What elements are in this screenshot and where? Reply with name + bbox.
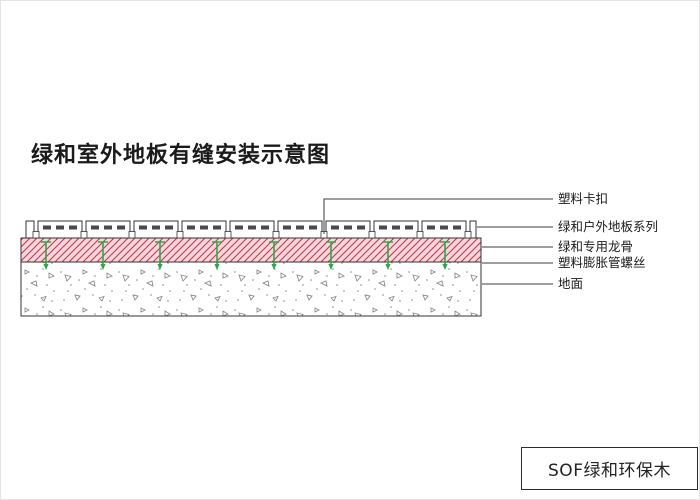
board-hollow-slot bbox=[283, 225, 291, 230]
plastic-clip-icon bbox=[176, 231, 184, 239]
plastic-clip-icon bbox=[368, 231, 376, 239]
plastic-clip-icon bbox=[80, 231, 88, 239]
label-plastic-clip: 塑料卡扣 bbox=[558, 191, 608, 206]
board-hollow-slot bbox=[357, 225, 365, 230]
plastic-clip-icon bbox=[128, 231, 136, 239]
board-hollow-slot bbox=[453, 225, 461, 230]
plastic-clip-icon bbox=[416, 231, 424, 239]
deck-board bbox=[469, 220, 477, 239]
board-hollow-slot bbox=[440, 225, 448, 230]
deck-board bbox=[25, 220, 35, 239]
screw-tip-icon bbox=[271, 264, 277, 270]
plastic-clip-icon bbox=[464, 231, 472, 239]
label-dedicated-keel: 绿和专用龙骨 bbox=[558, 239, 633, 254]
label-outdoor-deck-series: 绿和户外地板系列 bbox=[558, 219, 658, 234]
leader-lines bbox=[323, 198, 553, 285]
screw-icon bbox=[383, 241, 393, 265]
brand-box: SOF绿和环保木 bbox=[521, 447, 698, 490]
board-hollow-slot bbox=[187, 225, 195, 230]
board-hollow-slot bbox=[69, 225, 77, 230]
keel-layer bbox=[20, 237, 482, 263]
screw-tip-icon bbox=[385, 264, 391, 270]
board-hollow-slot bbox=[331, 225, 339, 230]
deck-board-layer bbox=[25, 220, 477, 239]
board-hollow-slot bbox=[152, 225, 160, 230]
board-hollow-slot bbox=[309, 225, 317, 230]
board-hollow-slot bbox=[165, 225, 173, 230]
screw-tip-icon bbox=[100, 264, 106, 270]
screw-icon bbox=[326, 241, 336, 265]
screw-tip-icon bbox=[214, 264, 220, 270]
board-hollow-slot bbox=[91, 225, 99, 230]
board-hollow-slot bbox=[139, 225, 147, 230]
board-hollow-slot bbox=[427, 225, 435, 230]
board-hollow-slot bbox=[213, 225, 221, 230]
diagram-title: 绿和室外地板有缝安装示意图 bbox=[31, 143, 331, 168]
screw-tip-icon bbox=[328, 264, 334, 270]
board-hollow-slot bbox=[248, 225, 256, 230]
board-hollow-slot bbox=[104, 225, 112, 230]
plastic-clip-icon bbox=[272, 231, 280, 239]
board-hollow-slot bbox=[200, 225, 208, 230]
screw-tip-icon bbox=[43, 264, 49, 270]
plastic-clip-icon bbox=[32, 231, 40, 239]
leader-line bbox=[323, 198, 553, 234]
screw-icon bbox=[41, 241, 51, 265]
board-hollow-slot bbox=[43, 225, 51, 230]
board-hollow-slot bbox=[117, 225, 125, 230]
screw-icon bbox=[269, 241, 279, 265]
brand-label: SOF绿和环保木 bbox=[548, 461, 671, 481]
board-hollow-slot bbox=[392, 225, 400, 230]
board-hollow-slot bbox=[56, 225, 64, 230]
plastic-clip-icon bbox=[224, 231, 232, 239]
board-hollow-slot bbox=[344, 225, 352, 230]
screw-icon bbox=[155, 241, 165, 265]
board-hollow-slot bbox=[405, 225, 413, 230]
board-hollow-slot bbox=[235, 225, 243, 230]
board-hollow-slot bbox=[296, 225, 304, 230]
board-hollow-slot bbox=[379, 225, 387, 230]
ground-layer bbox=[20, 261, 482, 317]
screw-tip-icon bbox=[442, 264, 448, 270]
screw-icon bbox=[440, 241, 450, 265]
screw-icon bbox=[98, 241, 108, 265]
screw-icon bbox=[212, 241, 222, 265]
screw-tip-icon bbox=[157, 264, 163, 270]
expansion-screws bbox=[41, 241, 450, 270]
label-plastic-expansion-screw: 塑料膨胀管螺丝 bbox=[558, 255, 646, 270]
board-hollow-slot bbox=[261, 225, 269, 230]
label-ground: 地面 bbox=[558, 276, 583, 291]
